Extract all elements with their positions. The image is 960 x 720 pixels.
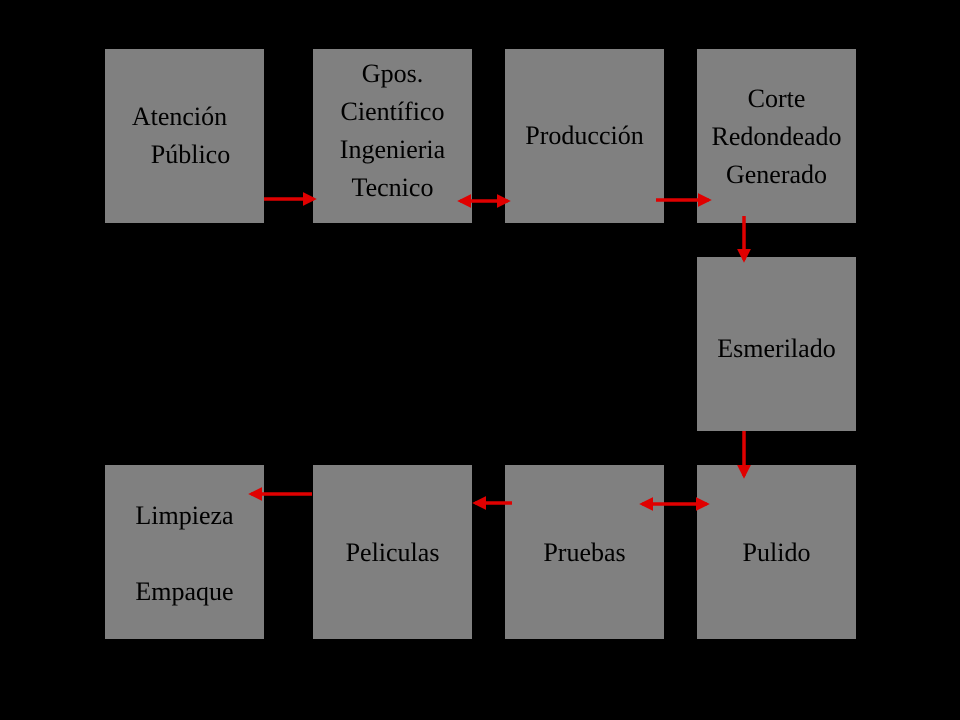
box-pulido: Pulido xyxy=(697,465,856,639)
box-esmerilado-label: Esmerilado xyxy=(717,334,836,363)
box-limpieza-line-2: Empaque xyxy=(135,577,234,606)
box-grupos: Gpos. Científico Ingenieria Tecnico xyxy=(313,49,472,223)
box-grupos-line-2: Científico xyxy=(340,97,445,126)
box-produccion: Producción xyxy=(505,49,664,223)
box-peliculas: Peliculas xyxy=(313,465,472,639)
box-peliculas-label: Peliculas xyxy=(345,538,440,567)
box-pulido-label: Pulido xyxy=(742,538,811,567)
box-grupos-line-1: Gpos. xyxy=(361,59,424,88)
box-pruebas-label: Pruebas xyxy=(543,538,626,567)
box-esmerilado: Esmerilado xyxy=(697,257,856,431)
box-grupos-line-3: Ingenieria xyxy=(339,135,446,164)
box-limpieza-empaque: Limpieza Empaque xyxy=(105,465,264,639)
box-corte: Corte Redondeado Generado xyxy=(697,49,856,223)
box-produccion-label: Producción xyxy=(525,121,644,150)
box-limpieza-line-1: Limpieza xyxy=(135,501,234,530)
box-atencion-publico: Atención Público xyxy=(105,49,264,223)
box-corte-line-2: Redondeado xyxy=(711,122,842,151)
box-grupos-line-4: Tecnico xyxy=(351,173,434,202)
box-atencion-line-1: Atención xyxy=(131,102,228,131)
box-corte-line-1: Corte xyxy=(747,84,806,113)
box-pruebas: Pruebas xyxy=(505,465,664,639)
box-corte-line-3: Generado xyxy=(725,160,828,189)
box-atencion-line-2: Público xyxy=(150,140,231,169)
